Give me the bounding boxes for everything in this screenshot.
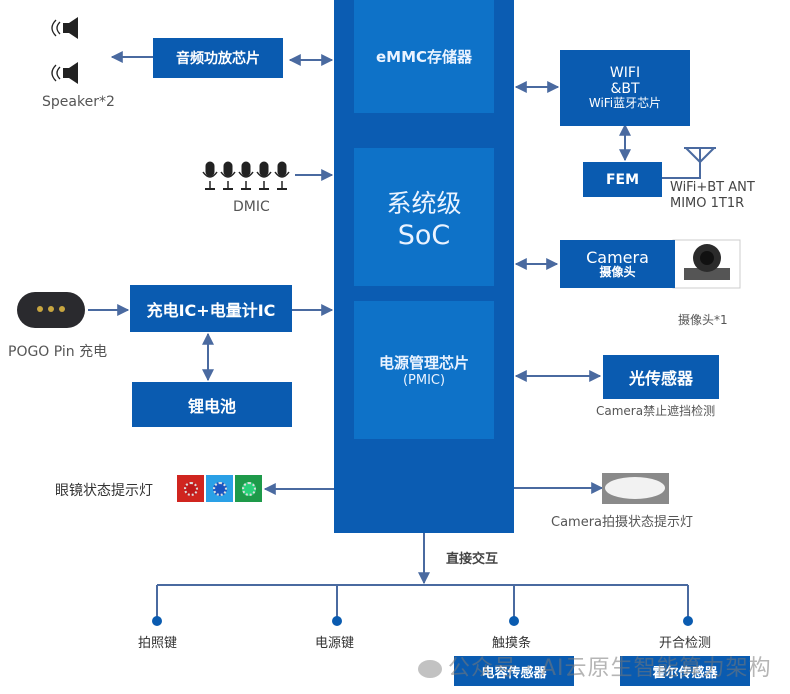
speaker-label: Speaker*2 (42, 94, 115, 110)
audio-amp-label: 音频功放芯片 (176, 51, 260, 67)
pogo-pin-icon (17, 292, 85, 328)
microphone-icon (274, 161, 290, 190)
bus-node-1 (152, 616, 162, 626)
light-sensor-label: 光传感器 (628, 369, 693, 388)
capacitive-sensor-label: 电容传感器 (481, 665, 547, 681)
blue-led-icon (206, 475, 233, 502)
soc-column: eMMC存储器 系统级 SoC 电源管理芯片 (PMIC) (334, 0, 514, 533)
status-led-label: 眼镜状态提示灯 (55, 483, 153, 499)
soc-label-1: 系统级 (386, 188, 462, 218)
camera-status-led-icon (602, 473, 669, 504)
pmic-label-2: (PMIC) (402, 373, 446, 388)
watermark-text: 公众号 · AI云原生智能算力架构 (448, 656, 772, 681)
wifi-label-3: WiFi蓝牙芯片 (588, 96, 662, 111)
camera-module-icon (672, 239, 741, 289)
soc-label-2: SoC (397, 219, 451, 251)
hall-sensor-block: 霍尔传感器 (620, 656, 750, 686)
camera-block: Camera 摄像头 (560, 240, 675, 288)
speaker-icon (51, 62, 78, 84)
dmic-label: DMIC (233, 199, 270, 215)
capacitive-sensor-block: 电容传感器 (454, 656, 574, 686)
light-sensor-block: 光传感器 (603, 355, 719, 399)
antenna-label-2: MIMO 1T1R (670, 196, 745, 212)
charger-label: 充电IC+电量计IC (146, 300, 276, 320)
watermark: 公众号 · AI云原生智能算力架构 (418, 650, 772, 682)
antenna-label: WiFi+BT ANT MIMO 1T1R (670, 180, 755, 213)
bus-node-4 (683, 616, 693, 626)
camera-count-label: 摄像头*1 (678, 313, 728, 327)
microphone-icon (238, 161, 254, 190)
microphone-icon (202, 161, 218, 190)
bottom-item-power: 电源键 (315, 636, 355, 651)
battery-label: 锂电池 (187, 396, 236, 416)
charger-block: 充电IC+电量计IC (130, 285, 292, 332)
soc-block: 系统级 SoC (354, 148, 494, 286)
pogo-label: POGO Pin 充电 (8, 344, 108, 360)
wifi-label-1: WIFI (609, 65, 641, 81)
dmic-icons (202, 161, 290, 190)
emmc-block: eMMC存储器 (354, 0, 494, 113)
bus-node-2 (332, 616, 342, 626)
bottom-item-shutter: 拍照键 (138, 636, 178, 651)
bottom-item-touchbar: 触摸条 (492, 636, 532, 651)
battery-block: 锂电池 (132, 382, 292, 427)
microphone-icon (220, 161, 236, 190)
wechat-icon (418, 660, 442, 678)
antenna-label-1: WiFi+BT ANT (670, 180, 755, 195)
emmc-label: eMMC存储器 (375, 48, 473, 66)
camera-label-2: 摄像头 (599, 265, 636, 280)
fem-label: FEM (605, 171, 640, 188)
fem-block: FEM (583, 162, 662, 197)
bus-node-3 (509, 616, 519, 626)
microphone-icon (256, 161, 272, 190)
speaker-icon (51, 17, 78, 39)
camera-led-label: Camera拍摄状态提示灯 (551, 515, 694, 530)
camera-label-1: Camera (586, 247, 649, 267)
hall-sensor-label: 霍尔传感器 (652, 665, 718, 681)
pmic-block: 电源管理芯片 (PMIC) (354, 301, 494, 439)
red-led-icon (177, 475, 204, 502)
wifi-label-2: &BT (610, 81, 640, 98)
wifi-bt-block: WIFI &BT WiFi蓝牙芯片 (560, 50, 690, 126)
bottom-item-lid-detect: 开合检测 (659, 636, 712, 651)
direct-interaction-label: 直接交互 (446, 552, 499, 567)
pmic-label-1: 电源管理芯片 (378, 354, 469, 372)
audio-amp-block: 音频功放芯片 (153, 38, 283, 78)
green-led-icon (235, 475, 262, 502)
antenna-icon (684, 147, 716, 178)
light-sensor-desc: Camera禁止遮挡检测 (596, 404, 716, 418)
